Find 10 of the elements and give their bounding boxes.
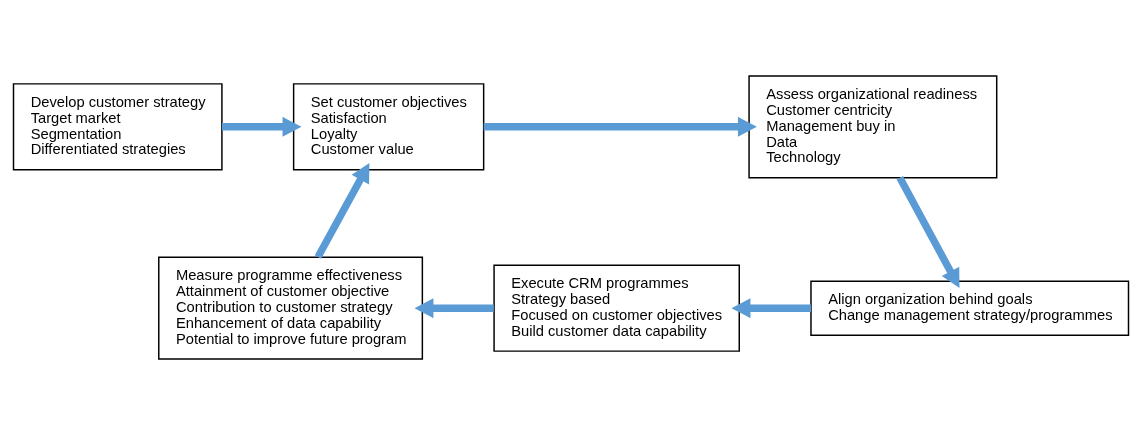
node-box: Assess organizational readiness Customer centricity Management buy in Data Technology bbox=[748, 75, 998, 179]
node-box: Execute CRM programmes Strategy based Focused on customer objectives Build customer data capability bbox=[493, 264, 740, 352]
node-box: Align organization behind goals Change management strategy/programmes bbox=[810, 280, 1130, 336]
node-box: Measure programme effectiveness Attainment of customer objective Contribution to customer strategy Enhancement of data capability Potential to improve future program bbox=[158, 256, 424, 360]
node-box: Set customer objectives Satisfaction Loyalty Customer value bbox=[292, 83, 485, 171]
arrow bbox=[483, 116, 757, 137]
arrow bbox=[221, 116, 302, 137]
arrow bbox=[896, 176, 960, 289]
arrow bbox=[314, 163, 370, 259]
node-box: Develop customer strategy Target market Segmentation Differentiated strategies bbox=[12, 83, 223, 171]
